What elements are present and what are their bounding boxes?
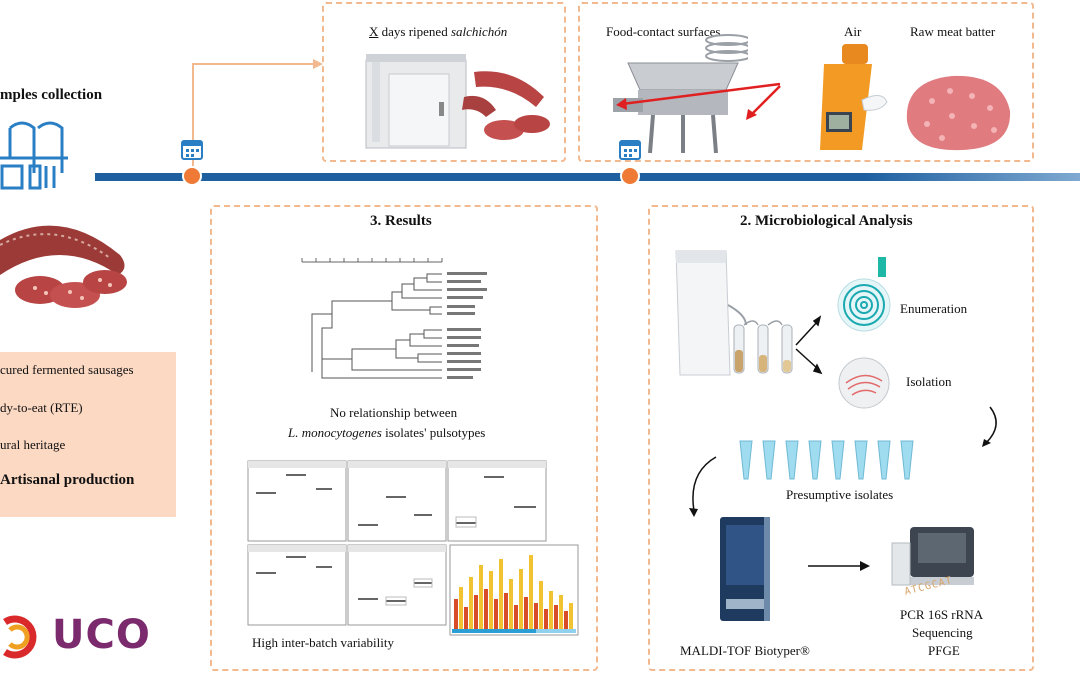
university-emblem-icon	[3, 615, 37, 659]
species-name: L. monocytogenes	[288, 425, 382, 440]
timeline-node	[182, 166, 202, 186]
presumptive-label: Presumptive isolates	[786, 487, 894, 502]
food-contact-label: Food-contact surfaces	[606, 24, 721, 39]
info-item: dy-to-eat (RTE)	[0, 400, 83, 415]
results-title: 3. Results	[370, 213, 432, 229]
calendar-icon	[618, 138, 642, 160]
raw-meat-label: Raw meat batter	[910, 24, 996, 39]
caption-x: X	[369, 24, 379, 39]
process-arrow	[808, 561, 870, 571]
info-box: cured fermented sausages dy-to-eat (RTE)…	[0, 352, 176, 517]
sampling-arrows	[616, 82, 781, 120]
uco-logo: UCO	[52, 612, 151, 658]
results-caption-line1: No relationship between	[330, 405, 458, 420]
uco-logo-text: UCO	[52, 612, 151, 658]
air-label: Air	[844, 24, 862, 39]
batch-plots-image	[247, 460, 579, 636]
method-pcr: PCR 16S rRNA	[900, 607, 984, 622]
isolation-plate-icon	[838, 357, 890, 409]
caption-days: days ripened	[378, 24, 451, 39]
spiral-plate-icon	[837, 257, 891, 332]
info-item-bold: Artisanal production	[0, 472, 135, 488]
analysis-title: 2. Microbiological Analysis	[740, 213, 913, 229]
branch-arrow	[192, 59, 323, 175]
maldi-instrument-image	[720, 517, 770, 621]
panel-title: mples collection	[0, 87, 103, 103]
raw-meat-image	[906, 75, 1011, 151]
dendrogram-image	[301, 258, 487, 379]
isolation-label: Isolation	[906, 374, 952, 389]
factory-icon	[0, 121, 68, 190]
variability-caption: High inter-batch variability	[252, 635, 394, 650]
sampling-box: Food-contact surfaces Air Raw meat batte…	[578, 2, 1034, 162]
results-box: 3. Results No	[210, 205, 598, 671]
ripening-caption: X days ripened salchichón	[369, 24, 507, 40]
sample-bag-tubes-image	[675, 250, 823, 376]
caption-rest: isolates' pulsotypes	[381, 425, 486, 440]
sausage-image	[0, 225, 127, 308]
info-item: ural heritage	[0, 437, 66, 452]
enumeration-label: Enumeration	[900, 301, 968, 316]
pcr-machine-image	[891, 527, 974, 586]
method-sequencing: Sequencing	[912, 625, 973, 640]
analysis-box: 2. Microbiological Analysis Enumeration …	[648, 205, 1034, 671]
air-sampler-image	[820, 44, 888, 150]
meat-grinder-image	[613, 34, 748, 154]
timeline-bar	[95, 173, 1080, 181]
timeline-node	[620, 166, 640, 186]
calendar-icon	[180, 138, 204, 160]
curved-arrow	[982, 406, 997, 447]
drying-chamber-image	[365, 54, 550, 149]
method-pfge: PFGE	[928, 643, 960, 658]
curved-arrow-left	[689, 456, 717, 517]
caption-salchichon: salchichón	[450, 24, 508, 39]
results-caption-line2: L. monocytogenes isolates' pulsotypes	[288, 425, 485, 441]
ripening-box: X days ripened salchichón	[322, 2, 566, 162]
info-item: cured fermented sausages	[0, 362, 134, 377]
microtubes-image	[739, 440, 914, 480]
maldi-label: MALDI-TOF Biotyper®	[680, 643, 810, 658]
